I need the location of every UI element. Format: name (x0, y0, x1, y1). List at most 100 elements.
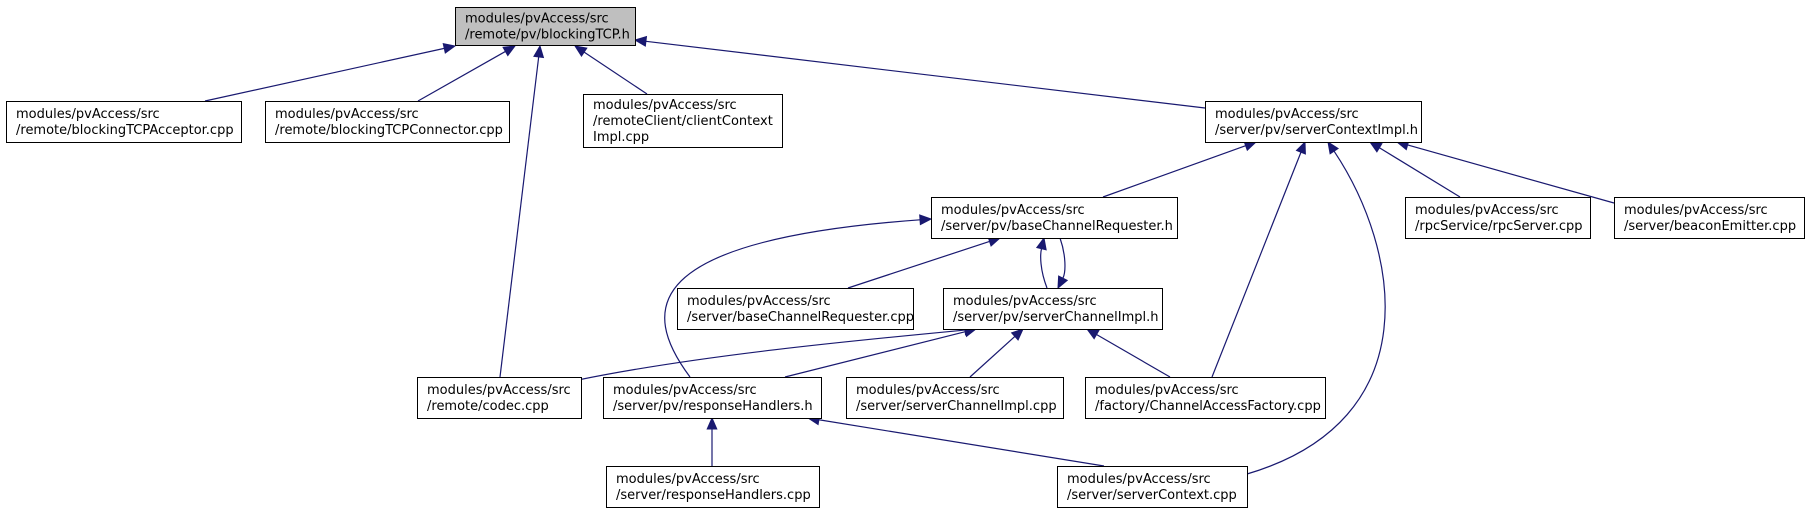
node-blockingTCP_h[interactable]: modules/pvAccess/src/remote/pv/blockingT… (455, 7, 636, 46)
node-label-line: /remote/pv/blockingTCP.h (465, 28, 630, 43)
arrowhead-serverChannelImpl_cpp>serverChannelImpl_h (1010, 328, 1024, 341)
node-label-line: /server/serverContext.cpp (1067, 488, 1237, 503)
node-box (455, 7, 636, 46)
node-label-line: modules/pvAccess/src (616, 472, 760, 487)
node-clientContextImpl_cpp[interactable]: modules/pvAccess/src/remoteClient/client… (583, 94, 783, 148)
arrowhead-serverChannelImpl_h>baseChannelRequester_h (1035, 236, 1047, 251)
node-label-line: /remoteClient/clientContext (593, 114, 773, 129)
node-baseChannelRequester_h[interactable]: modules/pvAccess/src/server/pv/baseChann… (931, 197, 1178, 239)
node-blockingTCPAcceptor_cpp[interactable]: modules/pvAccess/src/remote/blockingTCPA… (6, 101, 242, 143)
edges-layer (204, 35, 1615, 475)
node-label-line: /server/responseHandlers.cpp (616, 488, 811, 503)
node-serverContextImpl_h[interactable]: modules/pvAccess/src/server/pv/serverCon… (1205, 101, 1422, 143)
node-serverChannelImpl_h[interactable]: modules/pvAccess/src/server/pv/serverCha… (943, 288, 1163, 330)
node-label-line: modules/pvAccess/src (16, 107, 160, 122)
node-responseHandlers_h[interactable]: modules/pvAccess/src/server/pv/responseH… (603, 377, 822, 419)
node-ChannelAccessFactory_cpp[interactable]: modules/pvAccess/src/factory/ChannelAcce… (1085, 377, 1326, 419)
edge-responseHandlers_h>baseChannelRequester_h (664, 219, 921, 378)
arrowhead-responseHandlers_cpp>responseHandlers_h (706, 416, 718, 430)
node-label-line: modules/pvAccess/src (1067, 472, 1211, 487)
node-label-line: /remote/blockingTCPConnector.cpp (275, 123, 503, 138)
node-box (1614, 197, 1805, 239)
node-beaconEmitter_cpp[interactable]: modules/pvAccess/src/server/beaconEmitte… (1614, 197, 1805, 239)
arrowhead-clientContextImpl_cpp>blockingTCP_h (573, 45, 588, 58)
node-label-line: modules/pvAccess/src (427, 383, 571, 398)
edge-ChannelAccessFactory_cpp>serverChannelImpl_h (1096, 333, 1171, 378)
node-label-line: /server/pv/serverChannelImpl.h (953, 310, 1159, 325)
node-box (417, 377, 582, 419)
node-label-line: modules/pvAccess/src (1095, 383, 1239, 398)
node-rpcServer_cpp[interactable]: modules/pvAccess/src/rpcService/rpcServe… (1405, 197, 1591, 239)
arrowhead-blockingTCPConnector_cpp>blockingTCP_h (502, 45, 517, 57)
node-box (1205, 101, 1422, 143)
arrowhead-rpcServer_cpp>serverContextImpl_h (1368, 141, 1383, 153)
arrowhead-baseChannelRequester_h>serverChannelImpl_h (1057, 275, 1069, 290)
node-label-line: modules/pvAccess/src (593, 98, 737, 113)
node-label-line: modules/pvAccess/src (1624, 203, 1768, 218)
arrowhead-ChannelAccessFactory_cpp>serverChannelImpl_h (1085, 328, 1100, 340)
node-label-line: Impl.cpp (593, 130, 649, 145)
edge-beaconEmitter_cpp>serverContextImpl_h (1407, 144, 1615, 204)
node-responseHandlers_cpp[interactable]: modules/pvAccess/src/server/responseHand… (606, 466, 820, 508)
edge-codec_cpp>blockingTCP_h (499, 56, 540, 378)
edge-codec_cpp>serverChannelImpl_h (577, 329, 966, 381)
node-baseChannelRequester_cpp[interactable]: modules/pvAccess/src/server/baseChannelR… (677, 288, 915, 330)
node-label-line: modules/pvAccess/src (1415, 203, 1559, 218)
arrowhead-blockingTCPAcceptor_cpp>blockingTCP_h (442, 43, 457, 54)
node-box (583, 94, 783, 148)
node-label-line: modules/pvAccess/src (953, 294, 1097, 309)
node-box (1057, 466, 1248, 508)
edge-baseChannelRequester_h>serverContextImpl_h (1102, 145, 1246, 198)
node-label-line: modules/pvAccess/src (275, 107, 419, 122)
edge-serverContext_cpp>responseHandlers_h (818, 419, 1105, 467)
edge-serverChannelImpl_cpp>serverChannelImpl_h (969, 335, 1016, 378)
node-box (846, 377, 1064, 419)
edge-rpcServer_cpp>serverContextImpl_h (1379, 147, 1461, 198)
arrowhead-serverContext_cpp>serverContextImpl_h (1327, 140, 1340, 155)
node-label-line: /server/baseChannelRequester.cpp (687, 310, 914, 325)
edge-blockingTCPConnector_cpp>blockingTCP_h (417, 50, 506, 102)
node-label-line: /server/beaconEmitter.cpp (1624, 219, 1796, 234)
node-box (1085, 377, 1326, 419)
node-label-line: modules/pvAccess/src (687, 294, 831, 309)
node-label-line: /factory/ChannelAccessFactory.cpp (1095, 399, 1321, 414)
arrowhead-serverContextImpl_h>blockingTCP_h (633, 35, 648, 47)
node-blockingTCPConnector_cpp[interactable]: modules/pvAccess/src/remote/blockingTCPC… (265, 101, 510, 143)
node-label-line: /server/serverChannelImpl.cpp (856, 399, 1057, 414)
node-box (931, 197, 1178, 239)
node-label-line: modules/pvAccess/src (941, 203, 1085, 218)
node-box (943, 288, 1163, 330)
node-box (606, 466, 820, 508)
node-serverChannelImpl_cpp[interactable]: modules/pvAccess/src/server/serverChanne… (846, 377, 1064, 419)
node-label-line: modules/pvAccess/src (613, 383, 757, 398)
node-label-line: /remote/codec.cpp (427, 399, 549, 414)
edge-ChannelAccessFactory_cpp>serverContextImpl_h (1211, 152, 1302, 378)
node-serverContext_cpp[interactable]: modules/pvAccess/src/server/serverContex… (1057, 466, 1248, 508)
node-box (6, 101, 242, 143)
node-box (677, 288, 914, 330)
edge-serverContextImpl_h>blockingTCP_h (645, 40, 1206, 109)
node-label-line: modules/pvAccess/src (856, 383, 1000, 398)
node-label-line: /server/pv/baseChannelRequester.h (941, 219, 1173, 234)
edge-responseHandlers_h>serverChannelImpl_h (784, 331, 966, 378)
node-codec_cpp[interactable]: modules/pvAccess/src/remote/codec.cpp (417, 377, 582, 419)
node-label-line: /rpcService/rpcServer.cpp (1415, 219, 1583, 234)
edge-serverChannelImpl_h>baseChannelRequester_h (1040, 248, 1048, 289)
node-label-line: /remote/blockingTCPAcceptor.cpp (16, 123, 234, 138)
arrowhead-responseHandlers_h>baseChannelRequester_h (919, 214, 933, 226)
arrowhead-ChannelAccessFactory_cpp>serverContextImpl_h (1295, 140, 1306, 155)
arrowhead-codec_cpp>blockingTCP_h (533, 44, 545, 59)
node-box (603, 377, 822, 419)
node-label-line: /server/pv/serverContextImpl.h (1215, 123, 1418, 138)
edge-clientContextImpl_cpp>blockingTCP_h (583, 51, 648, 95)
node-label-line: modules/pvAccess/src (465, 12, 609, 27)
node-box (265, 101, 510, 143)
edge-serverContext_cpp>serverContextImpl_h (1246, 150, 1386, 475)
edge-blockingTCPAcceptor_cpp>blockingTCP_h (204, 47, 445, 102)
node-box (1405, 197, 1591, 239)
edge-baseChannelRequester_cpp>baseChannelRequester_h (847, 240, 990, 289)
edge-baseChannelRequester_h>serverChannelImpl_h (1059, 237, 1066, 279)
node-label-line: /server/pv/responseHandlers.h (613, 399, 813, 414)
nodes-layer: modules/pvAccess/src/remote/pv/blockingT… (6, 7, 1805, 508)
